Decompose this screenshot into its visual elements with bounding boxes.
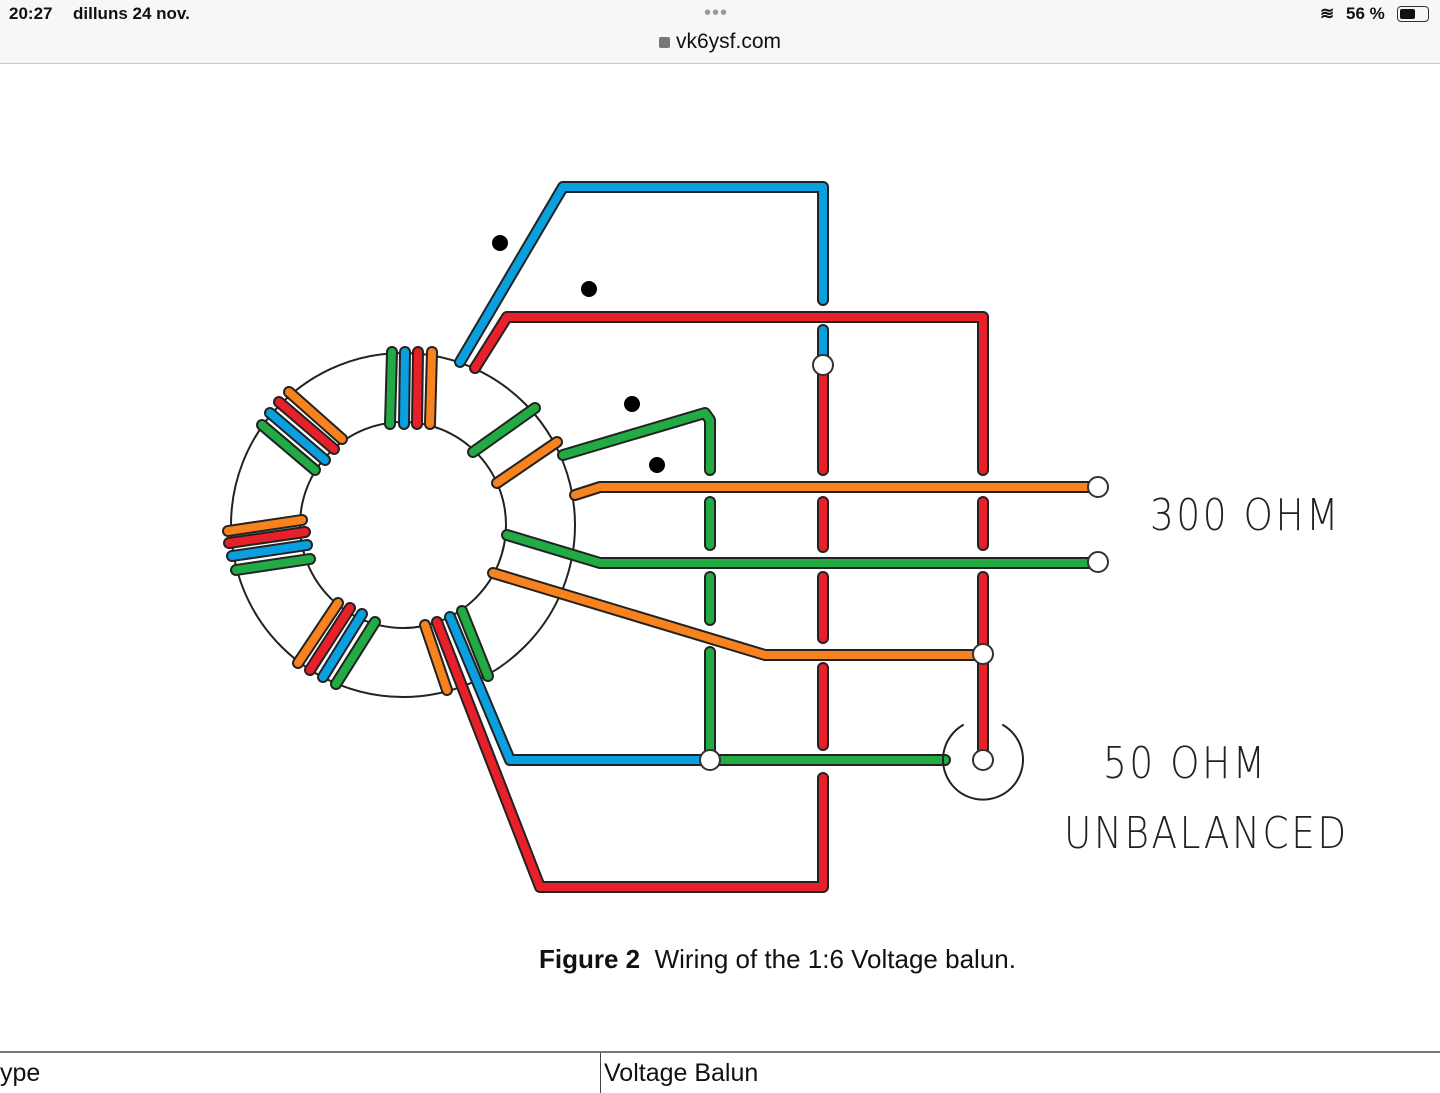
wire <box>225 528 309 547</box>
wifi-icon: ≋ <box>1320 4 1335 23</box>
table-divider <box>600 1053 601 1093</box>
wire <box>493 438 561 487</box>
wire <box>294 599 342 667</box>
wire <box>426 348 436 428</box>
wire <box>258 421 319 474</box>
wire <box>456 183 827 366</box>
wire <box>306 604 354 674</box>
spec-table: ype Voltage Balun <box>0 1051 1440 1093</box>
wire <box>224 516 306 535</box>
status-date: dilluns 24 nov. <box>73 4 190 23</box>
label-50-ohm: 50 OHM <box>1103 738 1268 789</box>
figure-caption: Figure 2 Wiring of the 1:6 Voltage balun… <box>0 944 1440 975</box>
wire-outline <box>444 611 716 766</box>
more-icon[interactable]: ••• <box>704 2 729 24</box>
wire <box>413 348 422 428</box>
label-unbalanced: UNBALANCED <box>1064 808 1349 859</box>
status-time: 20:27 <box>9 4 53 23</box>
lock-icon <box>658 37 670 48</box>
table-cell-value: Voltage Balun <box>604 1059 759 1087</box>
wire <box>275 398 338 453</box>
terminals <box>699 354 1109 771</box>
wire <box>400 348 409 428</box>
phase-dots <box>492 235 665 473</box>
wire <box>232 555 314 574</box>
caption-label: Figure 2 <box>539 944 641 974</box>
url-text: vk6ysf.com <box>675 30 782 53</box>
battery-icon <box>1397 6 1429 22</box>
wire <box>319 610 366 681</box>
caption-text: Wiring of the 1:6 Voltage balun. <box>654 944 1016 974</box>
wire <box>285 388 346 443</box>
coax-shield <box>942 724 1024 801</box>
wire <box>266 409 329 464</box>
browser-bar: 20:27 dilluns 24 nov. ••• ≋ 56 % vk6ysf.… <box>0 0 1440 64</box>
battery-percent: 56 % <box>1346 4 1385 23</box>
wire <box>458 607 492 680</box>
wire <box>469 404 539 456</box>
wire <box>332 618 379 688</box>
table-cell-type: ype <box>0 1059 41 1087</box>
wire <box>503 531 1102 567</box>
wire <box>446 613 714 764</box>
wire <box>471 313 987 474</box>
wire <box>421 621 451 694</box>
wire <box>559 409 714 474</box>
wire <box>228 541 311 560</box>
wire <box>571 483 1102 499</box>
wire <box>433 618 827 891</box>
url-bar[interactable]: vk6ysf.com <box>0 30 1440 54</box>
label-300-ohm: 300 OHM <box>1150 490 1341 541</box>
wire <box>489 569 987 659</box>
wire <box>386 348 396 428</box>
